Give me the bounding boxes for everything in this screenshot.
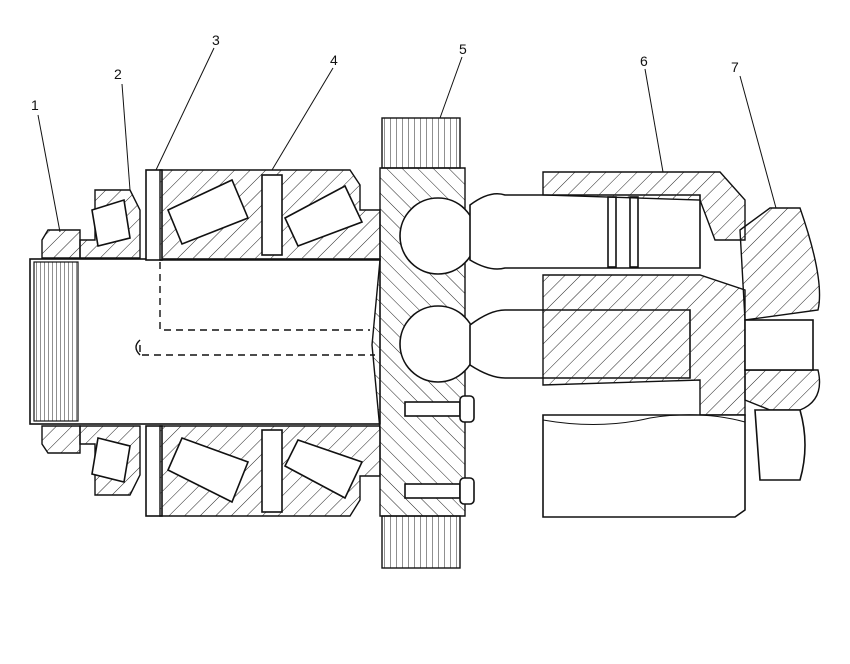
callout-3: 3: [212, 32, 220, 48]
callout-1: 1: [31, 97, 39, 113]
piston-upper: [469, 192, 701, 270]
leader-lines: [37, 47, 777, 233]
port-plate: [739, 207, 821, 481]
callout-2: 2: [114, 66, 122, 82]
cylinder-barrel: [542, 171, 746, 518]
callout-7: 7: [731, 59, 739, 75]
callout-6: 6: [640, 53, 648, 69]
bearing-housing: [159, 169, 381, 517]
small-bearing: [79, 189, 141, 496]
callout-labels: 1 2 3 4 5 6 7: [31, 32, 739, 113]
shaft: [29, 258, 381, 425]
lock-nut: [41, 229, 81, 454]
callout-4: 4: [330, 52, 338, 68]
gear-carrier: [371, 117, 477, 569]
bolt: [404, 395, 475, 505]
callout-5: 5: [459, 41, 467, 57]
